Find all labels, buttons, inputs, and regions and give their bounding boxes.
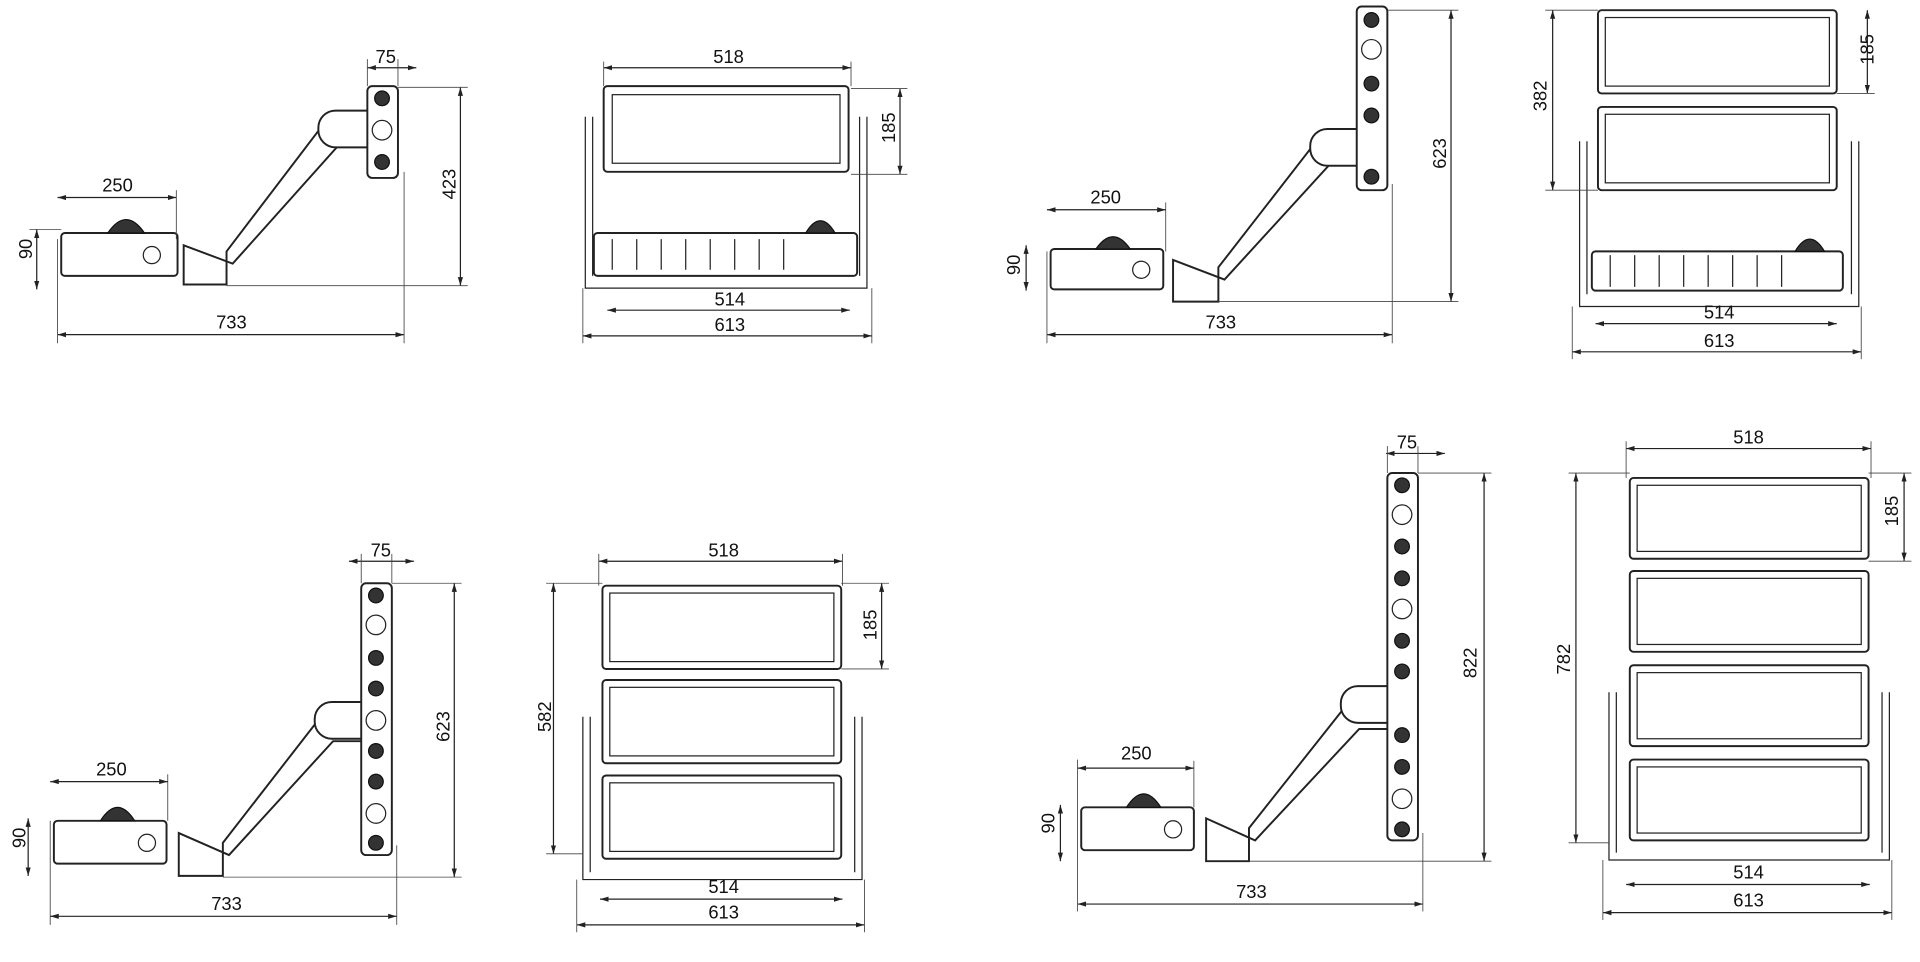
dim-total-length: 733 [1205,312,1236,333]
dim-inner-width: 514 [1733,861,1764,882]
dim-housing-length: 250 [102,174,133,195]
dim-total-height: 623 [1429,138,1450,169]
dim-inner-width: 514 [1704,302,1735,323]
side-view-4-modules: 733 250 75 822 90 [1037,432,1492,912]
dim-total-length: 733 [211,893,242,914]
dim-total-height: 423 [439,169,460,200]
dim-total-width: 613 [1733,890,1764,911]
dim-total-width: 613 [714,314,745,335]
bracket-joints [1391,477,1413,838]
dim-inner-width: 514 [714,288,745,309]
dim-panel-height: 185 [1881,496,1902,527]
front-view-2-modules: 185 382 514 613 [1530,9,1877,360]
dim-panel-height: 185 [878,112,899,143]
front-view-4-modules: 518 185 782 514 613 [1553,427,1912,920]
dim-total-height: 782 [1553,644,1574,675]
dim-panel-width: 518 [708,539,739,560]
dim-total-length: 733 [1236,881,1267,902]
dim-panel-height: 185 [1856,34,1877,65]
dim-inner-width: 514 [708,876,739,897]
dim-bracket-depth: 75 [371,539,391,560]
dim-panel-width: 518 [1733,427,1764,448]
dim-housing-length: 250 [1090,187,1121,208]
dim-total-height: 382 [1530,81,1551,112]
side-view-2-modules: 733 250 90 623 [1003,5,1459,344]
dim-panel-width: 518 [713,46,744,67]
dim-housing-length: 250 [1121,743,1152,764]
dim-housing-length: 250 [96,758,127,779]
dim-panel-height: 185 [860,610,881,641]
dim-total-width: 613 [1704,330,1735,351]
side-view-3-modules: 733 250 75 623 90 [9,539,462,925]
dim-housing-height: 90 [1037,813,1058,833]
dim-total-height: 822 [1460,648,1481,679]
dim-total-length: 733 [216,312,247,333]
dim-total-height: 582 [534,701,555,732]
dim-housing-height: 90 [9,828,30,848]
front-view-1-module: 518 185 514 613 [582,46,908,344]
dim-housing-height: 90 [15,239,36,259]
dim-total-width: 613 [708,902,739,923]
dim-bracket-depth: 75 [1397,432,1417,453]
dim-housing-height: 90 [1003,255,1024,275]
dim-bracket-depth: 75 [376,46,396,67]
dim-total-height: 623 [432,711,453,742]
side-view-1-module: 733 250 75 423 90 [15,46,468,344]
front-view-3-modules: 518 185 582 514 613 [534,539,889,933]
